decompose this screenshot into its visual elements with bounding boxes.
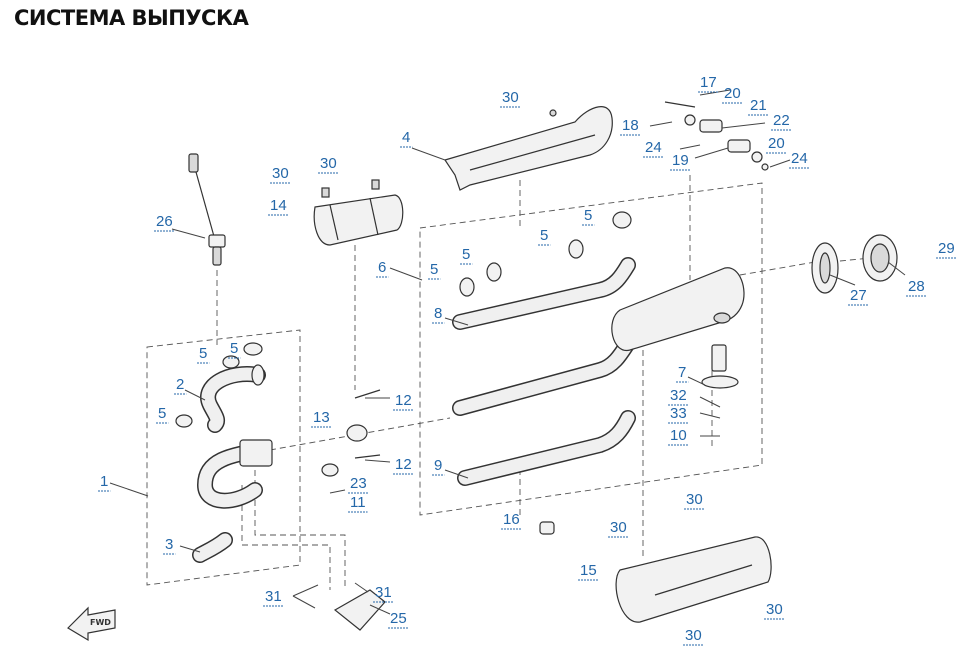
callout-26: 26 <box>156 213 173 230</box>
callout-16: 16 <box>503 511 520 528</box>
callout-17: 17 <box>700 74 717 91</box>
fwd-label: FWD <box>90 618 111 627</box>
callout-25: 25 <box>390 610 407 627</box>
callout-31-b: 31 <box>375 584 392 601</box>
callout-labels: 1 2 3 4 5 5 5 5 5 5 5 6 7 8 9 10 11 12 1… <box>98 74 957 646</box>
callout-24-b: 24 <box>791 150 808 167</box>
callout-13: 13 <box>313 409 330 426</box>
tailpipe-parts <box>452 211 638 486</box>
callout-5-f: 5 <box>540 227 548 244</box>
callout-30-b: 30 <box>320 155 337 172</box>
muffler-part <box>611 267 745 389</box>
callout-7: 7 <box>678 364 686 381</box>
callout-3: 3 <box>165 536 173 553</box>
callout-19: 19 <box>672 152 689 169</box>
callout-30-g: 30 <box>685 627 702 644</box>
callout-1: 1 <box>100 473 108 490</box>
callout-18: 18 <box>622 117 639 134</box>
callout-29: 29 <box>938 240 955 257</box>
upper-heat-shield-part <box>444 106 613 191</box>
callout-15: 15 <box>580 562 597 579</box>
callout-4: 4 <box>402 129 410 146</box>
lower-heat-shield-part <box>615 536 772 623</box>
front-pipe-parts <box>175 342 273 563</box>
callout-32: 32 <box>670 387 687 404</box>
callout-20-a: 20 <box>724 85 741 102</box>
callout-9: 9 <box>434 457 442 474</box>
callout-28: 28 <box>908 278 925 295</box>
misc-small-parts <box>321 389 555 631</box>
callout-30-d: 30 <box>610 519 627 536</box>
callout-31-a: 31 <box>265 588 282 605</box>
callout-5-c: 5 <box>158 405 166 422</box>
callout-23: 23 <box>350 475 367 492</box>
callout-5-d: 5 <box>430 261 438 278</box>
leader-lines <box>109 89 906 615</box>
heat-shield-part <box>313 179 404 246</box>
callout-8: 8 <box>434 305 442 322</box>
callout-21: 21 <box>750 97 767 114</box>
page-title: СИСТЕМА ВЫПУСКА <box>14 6 249 30</box>
callout-30-a: 30 <box>272 165 289 182</box>
end-cap-parts <box>811 234 898 294</box>
callout-24-a: 24 <box>645 139 662 156</box>
callout-5-b: 5 <box>230 340 238 357</box>
bracket-hardware-parts <box>664 101 769 171</box>
callout-11: 11 <box>350 494 366 511</box>
callout-30-f: 30 <box>766 601 783 618</box>
callout-30-e: 30 <box>686 491 703 508</box>
callout-22: 22 <box>773 112 790 129</box>
callout-27: 27 <box>850 287 867 304</box>
callout-2: 2 <box>176 376 184 393</box>
fwd-arrow: FWD <box>67 606 116 642</box>
callout-12-b: 12 <box>395 456 412 473</box>
callout-12-a: 12 <box>395 392 412 409</box>
callout-14: 14 <box>270 197 287 214</box>
oxygen-sensor-part <box>188 153 226 266</box>
callout-5-e: 5 <box>462 246 470 263</box>
callout-20-b: 20 <box>768 135 785 152</box>
callout-6: 6 <box>378 259 386 276</box>
callout-30-c: 30 <box>502 89 519 106</box>
callout-33: 33 <box>670 405 687 422</box>
callout-5-a: 5 <box>199 345 207 362</box>
callout-5-g: 5 <box>584 207 592 224</box>
callout-10: 10 <box>670 427 687 444</box>
